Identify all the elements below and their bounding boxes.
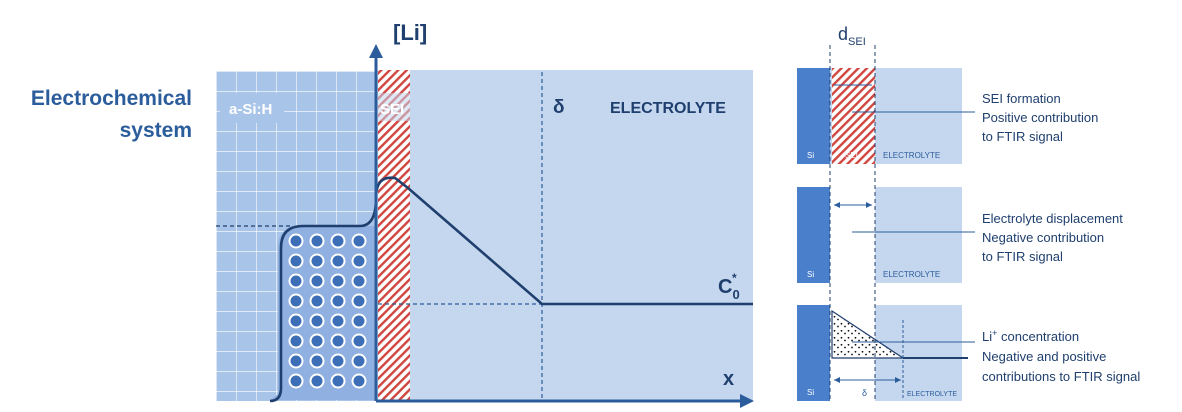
li-particle-core xyxy=(332,275,344,287)
li-particle-core xyxy=(353,315,365,327)
li-particle-core xyxy=(332,375,344,387)
panel2-arrow-head-left xyxy=(834,202,840,208)
panel-li-concentration: Si δ ELECTROLYTE Li+ concentration Negat… xyxy=(797,305,1140,401)
panel2-electrolyte: ELECTROLYTE xyxy=(883,270,940,279)
panel3-si: Si xyxy=(807,388,814,397)
li-particle-core xyxy=(311,355,323,367)
panel2-si: Si xyxy=(807,270,814,279)
panel3-electrolyte: ELECTROLYTE xyxy=(907,391,957,398)
x-axis-arrow xyxy=(740,394,754,408)
panel3-line1-main: Li xyxy=(982,329,992,344)
panel1-line3: to FTIR signal xyxy=(982,129,1063,144)
li-particle-core xyxy=(353,375,365,387)
li-particle-core xyxy=(311,295,323,307)
li-particle-core xyxy=(332,355,344,367)
x-axis-label: x xyxy=(723,368,734,390)
panel2-arrow-head-right xyxy=(866,202,872,208)
li-particle-core xyxy=(353,235,365,247)
li-particle-core xyxy=(332,295,344,307)
right-panels: dSEI Si SEI ELECTROLYTE SEI formation Po… xyxy=(797,24,1140,402)
panel3-line1-sup: + xyxy=(992,328,997,338)
panel2-line2: Negative contribution xyxy=(982,230,1104,245)
panel2-si-block xyxy=(797,187,830,283)
panel3-line1-rest: concentration xyxy=(997,329,1079,344)
c0-sub: 0 xyxy=(732,287,739,302)
panel3-line3: contributions to FTIR signal xyxy=(982,369,1140,384)
dsei-sub: SEI xyxy=(848,36,866,48)
system-label-line2: system xyxy=(120,119,192,142)
system-label-line1: Electrochemical xyxy=(31,87,192,110)
y-axis-label: [Li] xyxy=(393,20,427,45)
main-diagram: [Li] x Electrochemical system a-Si:H SEI… xyxy=(31,20,754,408)
panel1-si: Si xyxy=(807,151,814,160)
li-particle-core xyxy=(353,275,365,287)
panel1-sei: SEI xyxy=(845,151,858,160)
y-axis xyxy=(369,44,383,401)
panel1-electrolyte: ELECTROLYTE xyxy=(883,151,940,160)
panel3-si-block xyxy=(797,305,830,401)
li-particle-core xyxy=(353,355,365,367)
panel3-delta-arrow-head-left xyxy=(834,377,840,383)
li-particle-core xyxy=(290,235,302,247)
y-axis-arrow xyxy=(369,44,383,58)
sei-label: SEI xyxy=(380,101,404,118)
li-particle-core xyxy=(332,335,344,347)
li-particle-core xyxy=(290,295,302,307)
asi-label: a-Si:H xyxy=(229,101,272,118)
sei-label-box xyxy=(378,93,410,121)
li-particle-core xyxy=(332,235,344,247)
li-particle-core xyxy=(290,375,302,387)
dsei-label: dSEI xyxy=(838,24,866,48)
li-particle-core xyxy=(353,335,365,347)
li-particle-core xyxy=(332,255,344,267)
panel3-delta-arrow-head-right xyxy=(895,377,901,383)
c0-label: C0 xyxy=(718,276,740,302)
lithiated-particles xyxy=(270,226,376,400)
panel1-line1: SEI formation xyxy=(982,91,1061,106)
li-particle-core xyxy=(311,375,323,387)
li-particle-core xyxy=(311,255,323,267)
li-particle-core xyxy=(290,275,302,287)
panel1-sei-block xyxy=(832,68,875,164)
electrolyte-region xyxy=(376,70,753,401)
li-particle-core xyxy=(353,255,365,267)
c0-sup: * xyxy=(732,271,737,285)
li-particle-core xyxy=(311,275,323,287)
electrolyte-label: ELECTROLYTE xyxy=(610,100,726,117)
c0-main: C xyxy=(718,276,732,298)
panel2-line1: Electrolyte displacement xyxy=(982,211,1123,226)
li-particle-core xyxy=(290,255,302,267)
panel2-line3: to FTIR signal xyxy=(982,249,1063,264)
sei-region xyxy=(378,70,410,401)
panel3-line1: Li+ concentration xyxy=(982,328,1079,344)
panel3-line2: Negative and positive xyxy=(982,349,1106,364)
li-particle-core xyxy=(290,335,302,347)
dsei-main: d xyxy=(838,24,848,44)
panel-sei-formation: Si SEI ELECTROLYTE SEI formation Positiv… xyxy=(797,68,1098,164)
panel3-li-gradient-triangle xyxy=(831,309,905,359)
li-particle-core xyxy=(311,335,323,347)
li-particle-core xyxy=(311,235,323,247)
li-particle-core xyxy=(353,295,365,307)
panel1-si-block xyxy=(797,68,830,164)
li-particle-core xyxy=(290,315,302,327)
concentration-profile-curve xyxy=(269,176,753,403)
li-particle-core xyxy=(311,315,323,327)
panel-electrolyte-displacement: Si ELECTROLYTE Electrolyte displacement … xyxy=(797,187,1123,283)
li-particle-core xyxy=(290,355,302,367)
panel3-delta: δ xyxy=(862,388,867,398)
x-axis xyxy=(376,394,754,408)
li-particle-core xyxy=(332,315,344,327)
panel1-line2: Positive contribution xyxy=(982,110,1098,125)
panel2-electrolyte-bg xyxy=(875,187,962,283)
delta-label: δ xyxy=(553,97,565,118)
asi-label-box xyxy=(220,93,284,123)
